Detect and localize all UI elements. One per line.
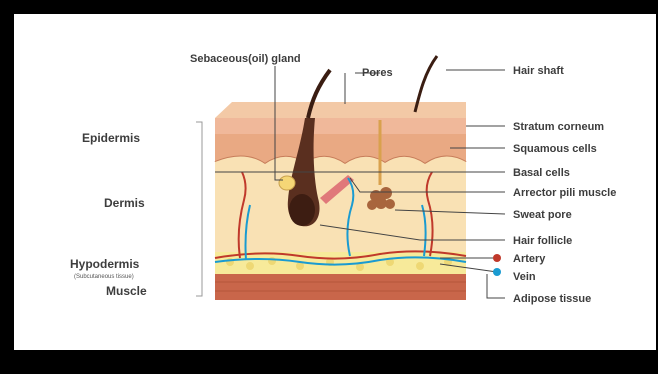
muscle-layer	[215, 274, 466, 300]
skin-top-face	[215, 102, 466, 118]
label-basal-cells: Basal cells	[513, 167, 570, 179]
label-hair-shaft: Hair shaft	[513, 65, 564, 77]
label-sweat-pore: Sweat pore	[513, 209, 572, 221]
label-sebaceous: Sebaceous(oil) gland	[190, 53, 301, 65]
adipose-layer	[215, 252, 466, 274]
label-muscle: Muscle	[106, 284, 147, 298]
sebaceous-gland	[279, 176, 295, 190]
label-stratum-corneum: Stratum corneum	[513, 121, 604, 133]
hair-bulb	[289, 194, 315, 226]
label-pores: Pores	[362, 67, 393, 79]
label-squamous-cells: Squamous cells	[513, 143, 597, 155]
vein-dot-icon	[493, 268, 501, 276]
stratum-corneum-layer	[215, 118, 466, 134]
label-vein: Vein	[513, 271, 536, 283]
label-hypodermis-sub: (Subcutaneous tissue)	[74, 274, 134, 280]
label-epidermis: Epidermis	[82, 131, 140, 145]
skin-block	[215, 56, 466, 300]
label-hypodermis: Hypodermis	[70, 257, 140, 271]
label-adipose-tissue: Adipose tissue	[513, 293, 591, 305]
label-dermis: Dermis	[104, 196, 145, 210]
left-brackets	[196, 122, 202, 296]
artery-dot-icon	[493, 254, 501, 262]
label-artery: Artery	[513, 253, 546, 265]
label-hair-follicle: Hair follicle	[513, 235, 572, 247]
label-arrector-pili: Arrector pili muscle	[513, 187, 616, 199]
